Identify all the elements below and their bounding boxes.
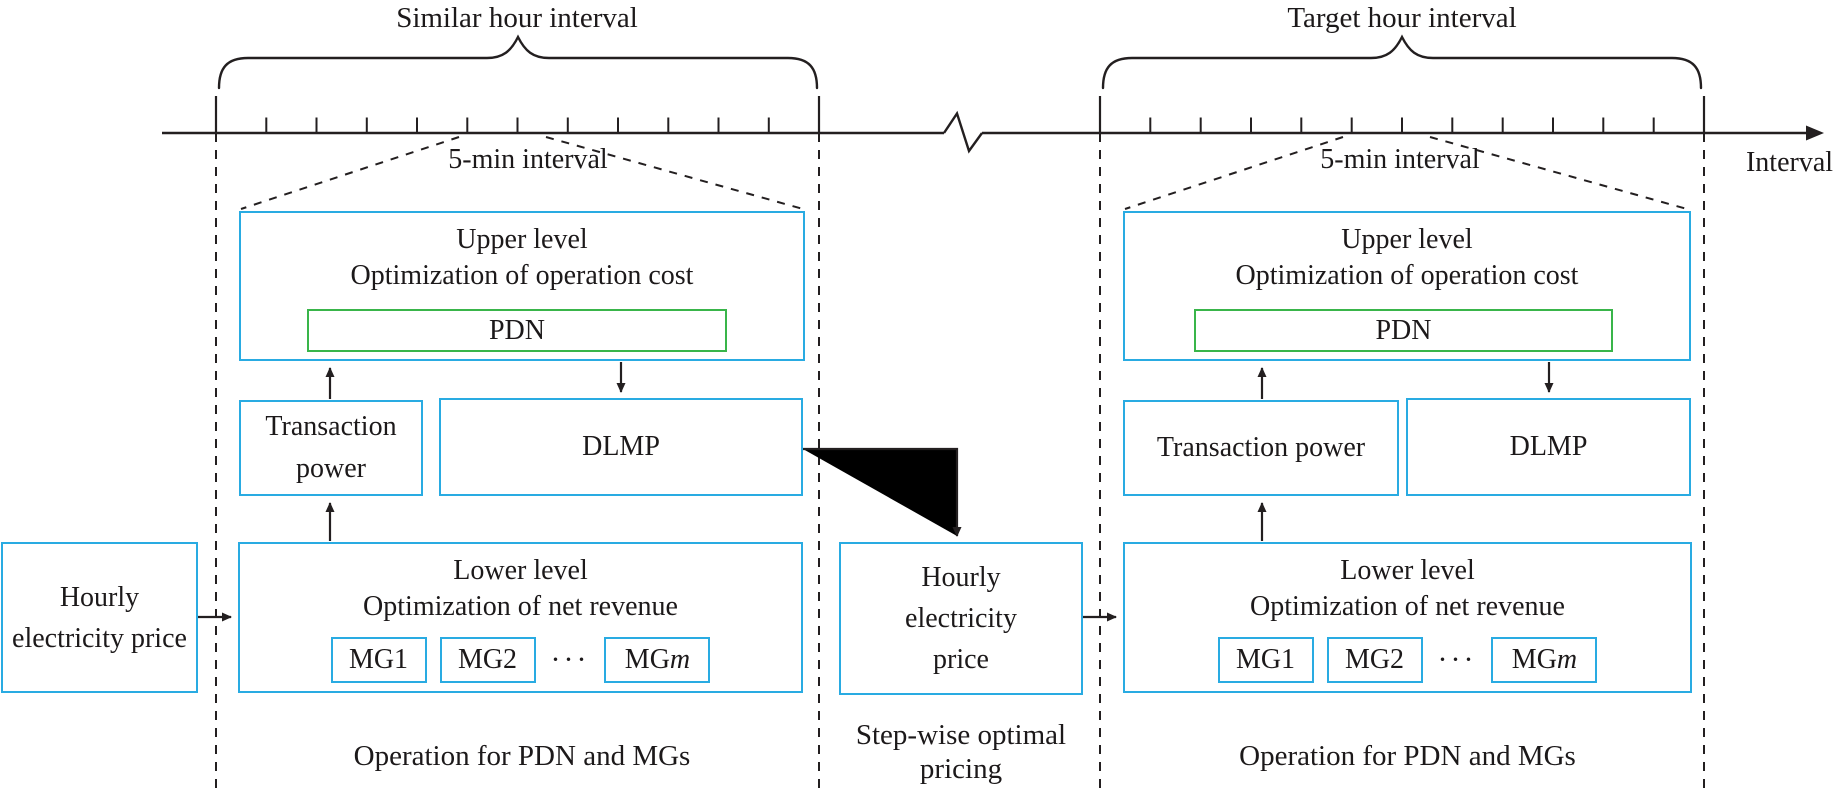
mg1-box: MG1 (330, 637, 427, 683)
pdn-box-left: PDN (307, 309, 727, 352)
mgm-box: MGm (604, 637, 711, 683)
lower-level-box-left: Lower level Optimization of net revenue … (238, 542, 803, 693)
ellipsis-dots: ··· (1437, 643, 1477, 676)
transaction-power-label: Transaction power (1156, 432, 1366, 463)
microgrid-row: MG1 MG2 ··· MGm (240, 637, 801, 683)
target-hour-brace (1101, 34, 1703, 90)
mgm-box: MGm (1491, 637, 1598, 683)
mg1-box: MG1 (1217, 637, 1314, 683)
mg2-label: MG2 (457, 644, 518, 675)
hourly-electricity-price-label: Hourly electricity price (905, 562, 1017, 675)
upper-level-subtitle: Optimization of operation cost (1235, 260, 1579, 291)
dlmp-label: DLMP (582, 431, 660, 462)
mg2-box: MG2 (1326, 637, 1423, 683)
lower-level-title: Lower level (1340, 555, 1475, 586)
hourly-electricity-price-box-left: Hourly electricity price (1, 542, 198, 693)
transaction-power-box-right: Transaction power (1123, 400, 1399, 496)
interval-axis-label: Interval (1745, 147, 1834, 178)
pdn-label: PDN (488, 314, 545, 346)
transaction-power-label: Transaction power (265, 411, 397, 484)
five-min-interval-label-right: 5-min interval (1320, 144, 1480, 175)
mg1-label: MG1 (1235, 644, 1296, 675)
axis-arrowhead-icon (1806, 125, 1824, 141)
dlmp-box-right: DLMP (1406, 398, 1691, 496)
pdn-label: PDN (1375, 314, 1432, 346)
dlmp-label: DLMP (1509, 431, 1588, 462)
microgrid-row: MG1 MG2 ··· MGm (1125, 637, 1690, 683)
flow-arrows (198, 362, 1554, 622)
pdn-box-right: PDN (1194, 309, 1613, 352)
timeline-axis (162, 110, 1824, 154)
upper-level-box-right: Upper level Optimization of operation co… (1123, 211, 1691, 361)
upper-level-subtitle: Optimization of operation cost (350, 260, 694, 291)
mgm-label: MGm (1511, 644, 1578, 675)
hour-boundary-dashed-lines (215, 133, 1705, 795)
step-wise-optimal-pricing-caption: Step-wise optimal pricing (855, 719, 1067, 785)
upper-level-box-left: Upper level Optimization of operation co… (239, 211, 805, 361)
hourly-electricity-price-box-middle: Hourly electricity price (839, 542, 1083, 695)
mgm-label: MGm (624, 644, 691, 675)
five-min-interval-label-left: 5-min interval (448, 144, 608, 175)
lower-level-title: Lower level (453, 555, 588, 586)
minute-ticks (265, 117, 1655, 133)
zoom-guide-dashed-lines (240, 136, 1688, 210)
hour-ticks (214, 96, 1706, 133)
mg1-label: MG1 (348, 644, 409, 675)
operation-caption-right: Operation for PDN and MGs (1239, 740, 1576, 772)
operation-caption-left: Operation for PDN and MGs (353, 740, 691, 772)
upper-level-title: Upper level (1341, 224, 1473, 255)
lower-level-subtitle: Optimization of net revenue (1250, 591, 1565, 622)
axis-break-icon (943, 110, 983, 154)
upper-level-title: Upper level (456, 224, 588, 255)
similar-hour-brace (217, 34, 819, 90)
dlmp-box-left: DLMP (439, 398, 803, 496)
mg2-box: MG2 (439, 637, 536, 683)
transaction-power-box-left: Transaction power (239, 400, 423, 496)
similar-hour-interval-label: Similar hour interval (396, 2, 638, 34)
ellipsis-dots: ··· (550, 643, 590, 676)
target-hour-interval-label: Target hour interval (1287, 2, 1517, 34)
hourly-electricity-price-label: Hourly electricity price (12, 581, 187, 654)
arrow-dlmp-to-hourly-middle (803, 447, 962, 537)
mg2-label: MG2 (1344, 644, 1405, 675)
lower-level-subtitle: Optimization of net revenue (363, 591, 678, 622)
lower-level-box-right: Lower level Optimization of net revenue … (1123, 542, 1692, 693)
